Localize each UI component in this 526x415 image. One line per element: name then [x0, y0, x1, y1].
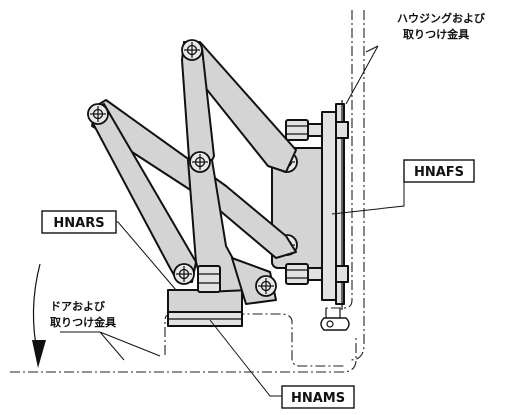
door-centerline [10, 335, 357, 373]
door-panel-line [164, 313, 345, 367]
hnars-base [167, 289, 243, 327]
leader-housing [345, 45, 379, 105]
hnafs-label: HNAFS [403, 159, 475, 183]
leader-door [60, 331, 161, 361]
hnafs-label-text: HNAFS [414, 165, 464, 180]
door-note-line2: 取りつけ金具 [50, 315, 116, 329]
hnams-label-text: HNAMS [291, 391, 345, 406]
bolt-top-icon [285, 119, 349, 141]
leader-hnafs [331, 172, 405, 215]
hnafs-bracket [271, 100, 349, 310]
hnars-label-text: HNARS [53, 216, 104, 231]
housing-centerline [326, 10, 353, 309]
leader-hnams [209, 319, 282, 397]
door-arrow-icon [32, 263, 46, 368]
housing-wall-line [349, 10, 365, 361]
housing-note-line1: ハウジングおよび [397, 11, 486, 25]
housing-note-line2: 取りつけ金具 [403, 27, 469, 41]
hnams-label: HNAMS [281, 385, 355, 409]
hinge-linkage [87, 39, 297, 305]
bolt-bottom-icon [285, 263, 349, 285]
hnars-label: HNARS [41, 210, 117, 234]
clip-icon [320, 308, 350, 331]
door-note-line1: ドアおよび [50, 299, 106, 313]
